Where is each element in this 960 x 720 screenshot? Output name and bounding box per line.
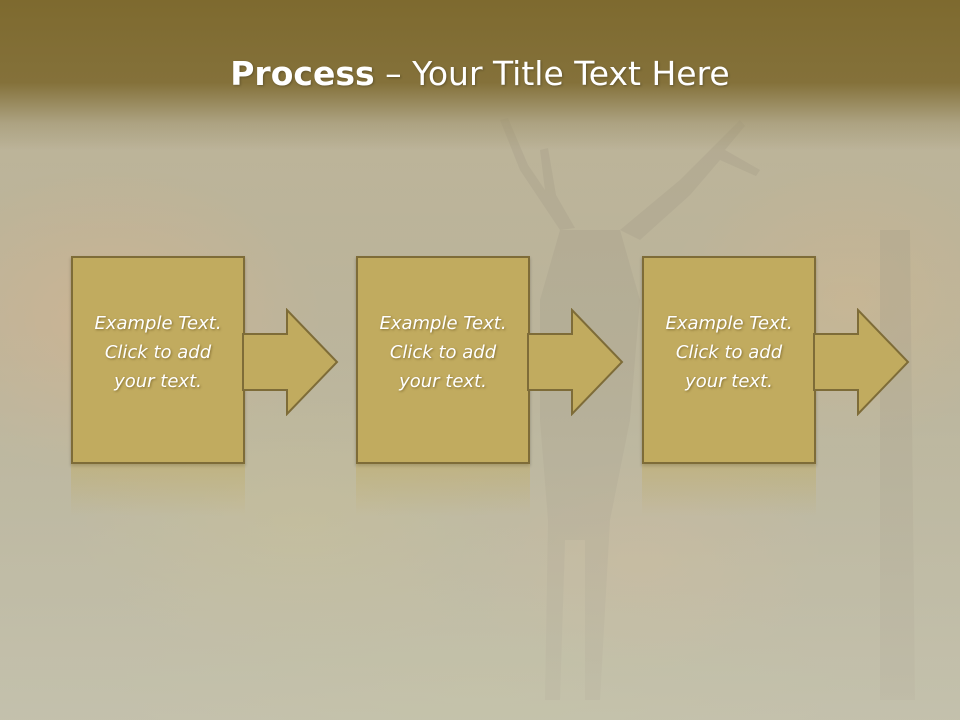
step-1-line-1: Example Text. [94,312,222,334]
step-3-arrow-icon[interactable] [812,308,912,416]
step-3-line-3: your text. [685,370,773,392]
process-step-3: Example Text. Click to add your text. [642,256,912,516]
step-2-text: Example Text. Click to add your text. [368,309,518,396]
step-2-line-3: your text. [399,370,487,392]
step-1-arrow-icon[interactable] [241,308,341,416]
step-3-line-2: Click to add [675,341,783,363]
step-2-line-2: Click to add [389,341,497,363]
process-step-1: Example Text. Click to add your text. [71,256,341,516]
step-1-box[interactable]: Example Text. Click to add your text. [71,256,245,464]
step-3-reflection [642,464,816,516]
slide-title[interactable]: Process – Your Title Text Here [0,52,960,96]
title-strong: Process [230,54,375,93]
title-rest: – Your Title Text Here [374,54,730,93]
step-1-line-2: Click to add [104,341,212,363]
step-2-reflection [356,464,530,516]
step-2-arrow-icon[interactable] [526,308,626,416]
title-bar [0,0,960,150]
step-3-box[interactable]: Example Text. Click to add your text. [642,256,816,464]
step-1-text: Example Text. Click to add your text. [83,309,233,396]
step-3-line-1: Example Text. [665,312,793,334]
step-1-reflection [71,464,245,516]
step-2-box[interactable]: Example Text. Click to add your text. [356,256,530,464]
step-2-line-1: Example Text. [379,312,507,334]
process-step-2: Example Text. Click to add your text. [356,256,626,516]
step-3-text: Example Text. Click to add your text. [654,309,804,396]
step-1-line-3: your text. [114,370,202,392]
